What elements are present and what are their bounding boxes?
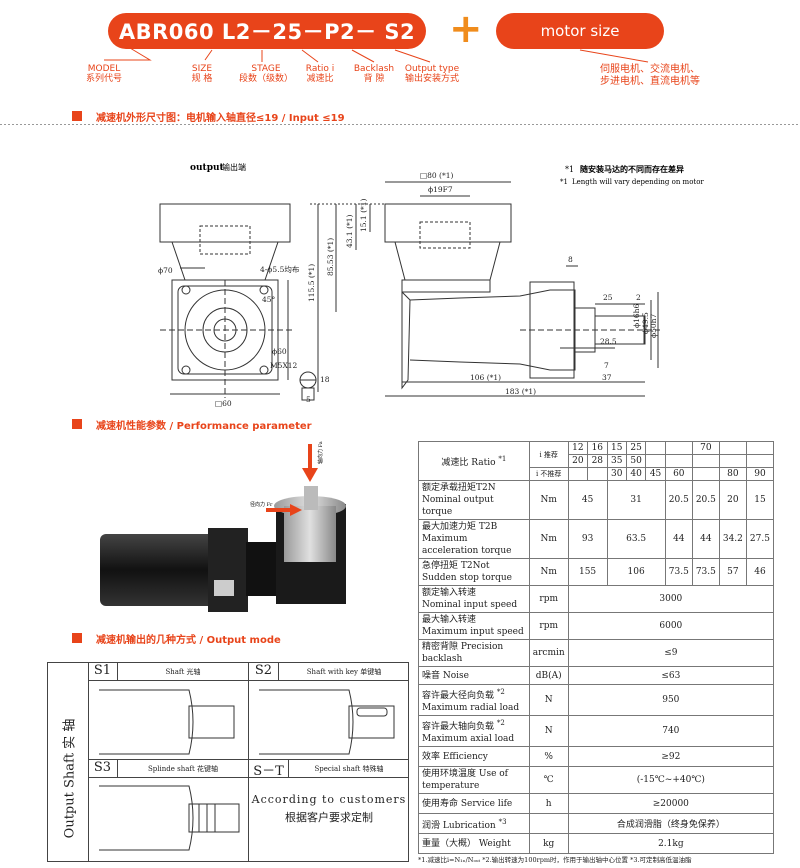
force-radial-label: 径向力 Fr [250,501,273,508]
output-mode-box: Output Shaft 实 轴 S1 Shaft 光轴 S2 Shaft wi… [47,662,409,862]
motor-note: 伺服电机、交流电机、步进电机、直流电机等 [600,64,700,87]
dim-k106: 106 (*1) [470,373,501,382]
mode-s2-desc: Shaft with key 单键轴 [306,668,382,676]
mode-s3-desc: Splinde shaft 花键轴 [147,765,218,773]
dim-sq80: □80 (*1) [420,171,453,180]
dim-m5: M5X12 [270,361,298,370]
dim-d60: ϕ60 [272,347,287,356]
mode-s3-code: S3 [88,760,118,777]
dim-holes: 4-ϕ5.5均布 [260,264,300,274]
product-photo: 径向力 Fr 轴向力 Fa [100,441,346,612]
mode-st-header: S－T Special shaft 特殊轴 [249,760,409,779]
dim-d495: ϕ49.5 [641,312,650,334]
dim-k25: 25 [603,293,613,302]
table-row: 精密背隙 Precision backlash arcmin≤9 [418,639,775,667]
dim-sq60: □60 [215,399,232,408]
dim-k8: 8 [568,255,573,264]
shaft-illustrations [99,689,395,851]
dim-h85: 85.53 (*1) [326,238,335,276]
dim-d16: ϕ16h6 [632,304,641,328]
dim-f5: 5 [306,395,311,404]
motor-size-pill: motor size [496,13,664,49]
dim-k285: 28.5 [600,337,617,346]
std-label: i 推荐 [528,441,569,468]
dim-d70: ϕ70 [158,266,173,275]
mode-s2-code: S2 [249,663,279,680]
custom-en: According to customers [251,793,407,806]
header-connectors [104,47,649,63]
dim-h43: 43.1 (*1) [345,214,354,248]
mode-s1-desc: Shaft 光轴 [165,668,201,676]
dim-k183: 183 (*1) [505,387,536,396]
mode-s1-header: S1 Shaft 光轴 [88,663,248,681]
table-row: 效率 Efficiency %≥92 [418,746,775,767]
table-row: 润滑 Lubrication *3 合成润滑脂（终身免保养） [418,813,775,834]
dim-d50: ϕ50h7 [649,314,658,338]
mode-s2-header: S2 Shaft with key 单键轴 [249,663,409,681]
output-label-en: output [190,163,225,173]
note-zh: 随安装马达的不同而存在差异 [580,164,684,174]
dim-k2: 2 [636,293,641,302]
dim-h115: 115.5 (*1) [307,264,316,302]
output-shaft-side: Output Shaft 实 轴 [50,703,86,853]
section-performance: 减速机性能参数 / Performance parameter [72,417,772,432]
output-label-zh: 输出端 [222,162,246,172]
dim-k7: 7 [604,361,609,370]
force-axial-label: 轴向力 Fa [317,441,324,464]
mode-st-code: S－T [249,760,289,779]
dim-k37: 37 [602,373,612,382]
ratio-label: 减速比 Ratio *1 [418,441,530,481]
section-output-mode: 减速机输出的几种方式 / Output mode [72,631,412,646]
mode-st-desc: Special shaft 特殊轴 [314,765,384,773]
dim-f18: 18 [320,375,330,384]
motor-size-label: motor size [540,22,620,40]
section-dimensions: 减速机外形尺寸图：电机输入轴直径≤19 / Input ≤19 [72,109,772,124]
table-row: 噪音 Noise dB(A)≤63 [418,666,775,685]
custom-zh: 根据客户要求定制 [285,811,373,824]
nonstd-label: i 不推荐 [528,467,569,481]
table-footnote: *1.减速比i=N₁ₙ/Nₒᵤₜ *2.输出转速为100rpm时，作用于输出轴中… [418,856,692,864]
mode-s1-code: S1 [88,663,118,680]
shaft-s1-shaft [188,705,235,739]
dim-d19f7: ϕ19F7 [428,185,453,194]
shaft-s1-body [99,689,194,755]
dim-deg: 45° [262,295,276,304]
table-row: 使用环境温度 Use of temperature ℃(-15℃~+40℃) [418,766,775,794]
mode-s3-header: S3 Splinde shaft 花键轴 [88,760,248,778]
table-row: 使用寿命 Service life h≥20000 [418,793,775,814]
dimension-drawing: output 输出端 *1 随安装马达的不同而存在差异 *1 Length wi… [158,162,704,408]
note-mark-1: *1 [565,165,574,174]
note-mark-2: *1 [560,178,568,186]
note-en: Length will vary depending on motor [572,178,704,186]
model-code: ABR060 L2－25－P2－ S2 [118,20,416,44]
dotted-divider [0,124,800,125]
model-code-pill: ABR060 L2－25－P2－ S2 [108,13,426,49]
output-shaft-side-label: Output Shaft 实 轴 [62,718,78,838]
plus-icon: + [449,6,483,52]
dim-h15: 15.1 (*1) [359,198,368,232]
